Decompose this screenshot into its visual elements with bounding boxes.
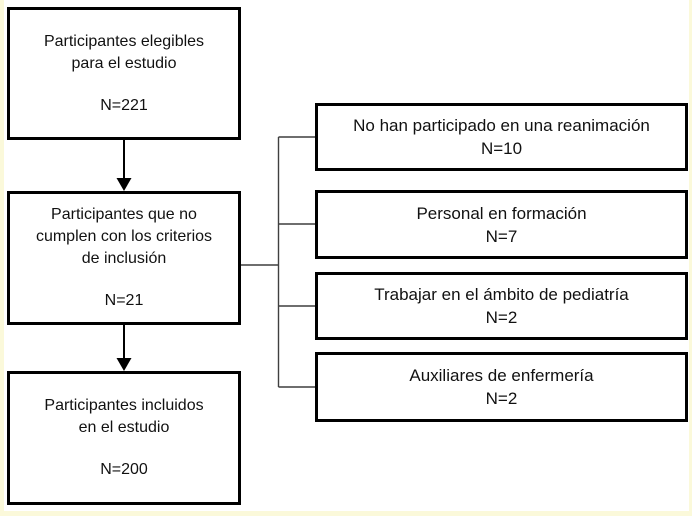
box-text-line: Participantes incluidos <box>44 397 204 414</box>
box-text-line: Participantes elegibles <box>43 32 205 50</box>
box-text-line: para el estudio <box>71 54 177 72</box>
flow-box-included-participants: Participantes incluidos en el estudio N=… <box>7 371 241 505</box>
flow-box-reason-staff-in-training: Personal en formación N=7 <box>315 190 688 259</box>
box-n-value: N=200 <box>100 461 148 478</box>
arrowhead-down-icon <box>116 178 132 191</box>
page-frame-edge-right <box>689 0 692 516</box>
page-frame-edge-left <box>0 0 4 516</box>
box-n-value: N=10 <box>480 139 523 158</box>
box-title: Participantes incluidos en el estudio <box>44 395 203 439</box>
box-n-value: N=2 <box>485 389 518 408</box>
box-text-line: de inclusión <box>81 250 167 267</box>
box-n-value: N=221 <box>100 96 148 114</box>
box-n-value: N=21 <box>104 292 144 309</box>
box-n-value: N=2 <box>485 308 518 327</box>
flow-box-reason-no-resuscitation: No han participado en una reanimación N=… <box>315 103 688 171</box>
exclusion-branch-lines <box>241 136 315 388</box>
page-frame-edge-bottom <box>0 511 692 516</box>
flow-box-reason-pediatrics: Trabajar en el ámbito de pediatría N=2 <box>315 272 688 340</box>
flow-box-not-meeting-criteria: Participantes que no cumplen con los cri… <box>7 191 241 325</box>
flow-box-reason-nursing-assistants: Auxiliares de enfermería N=2 <box>315 352 688 422</box>
box-text-line: No han participado en una reanimación <box>353 116 650 135</box>
arrowhead-down-icon <box>116 358 132 371</box>
box-text-line: Participantes que no <box>51 206 197 223</box>
box-text-line: cumplen con los criterios <box>35 228 213 245</box>
box-text-line: en el estudio <box>78 419 170 436</box>
box-title: Participantes elegibles para el estudio <box>44 31 204 75</box>
box-text-line: Trabajar en el ámbito de pediatría <box>374 285 629 304</box>
box-text-line: Auxiliares de enfermería <box>409 366 594 385</box>
box-text-line: Personal en formación <box>416 203 587 223</box>
flow-box-eligible-participants: Participantes elegibles para el estudio … <box>7 7 241 140</box>
box-n-value: N=7 <box>485 226 518 246</box>
box-title: Participantes que no cumplen con los cri… <box>36 204 212 270</box>
